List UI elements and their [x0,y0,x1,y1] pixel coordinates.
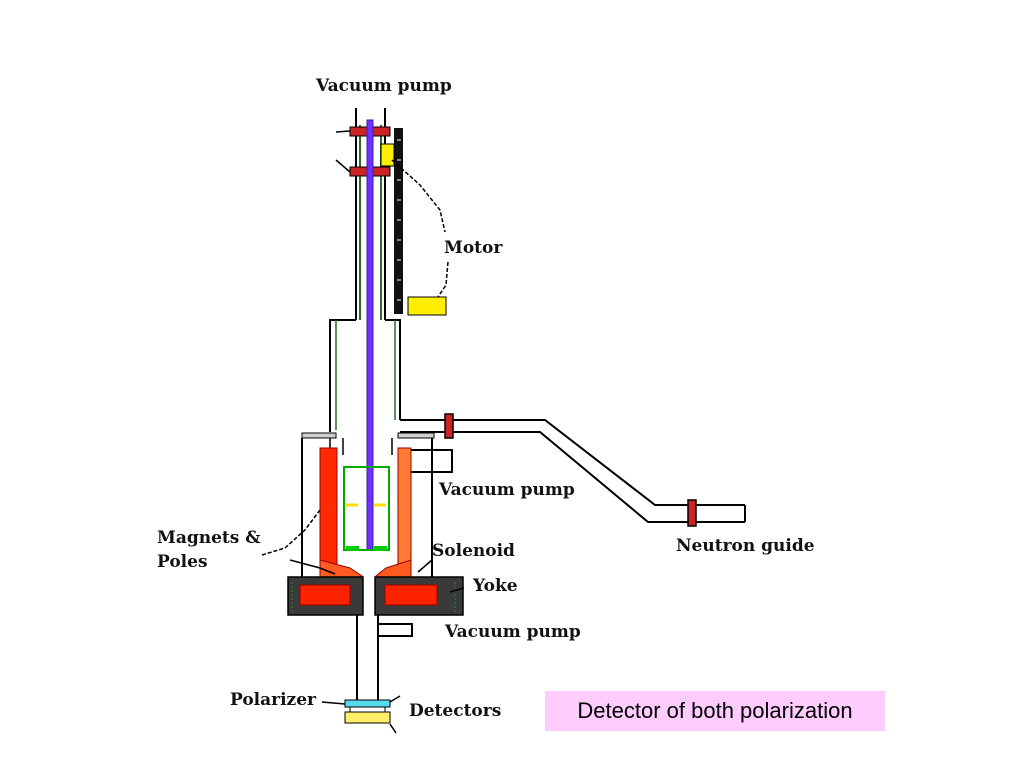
label-vacuum-pump-top: Vacuum pump [316,76,452,96]
detector-plate [344,711,391,724]
magnets-leader [261,509,321,556]
motor-leader-upper [391,159,446,233]
middle-chamber [329,319,401,432]
detector-callout: Detector of both polarization [545,691,885,731]
neutron-guide [400,413,746,527]
label-vacuum-pump-bottom: Vacuum pump [445,622,581,642]
label-vacuum-pump-mid: Vacuum pump [439,480,575,500]
label-polarizer: Polarizer [230,690,316,710]
motor-leader-lower [437,261,449,298]
lower-motor [407,296,447,316]
magnet-left [319,447,338,567]
detectors-leader-low [389,723,397,734]
yoke-leader [449,587,465,593]
side-port-mid [408,449,453,473]
magnet-right [397,447,412,567]
yoke [287,576,464,616]
label-neutron-guide: Neutron guide [676,536,815,556]
polarizer-leader [321,701,346,705]
solenoid-leader [417,559,433,573]
label-solenoid: Solenoid [432,541,515,561]
label-yoke: Yoke [473,576,518,596]
poles-leader [289,559,336,575]
bottom-tube [356,615,413,700]
label-detectors: Detectors [409,701,502,721]
label-magnets-line2: Poles [157,552,208,572]
magnet-housing [301,438,433,577]
sample-cell [343,466,390,551]
polarizer-plate [344,699,391,708]
motor-rack [394,128,403,314]
upper-motor [380,143,395,167]
detectors-leader [389,695,401,703]
label-magnets-line1: Magnets & [157,528,261,548]
sample-rod [366,119,374,551]
magnet-flange [301,432,435,450]
label-motor: Motor [444,238,503,258]
